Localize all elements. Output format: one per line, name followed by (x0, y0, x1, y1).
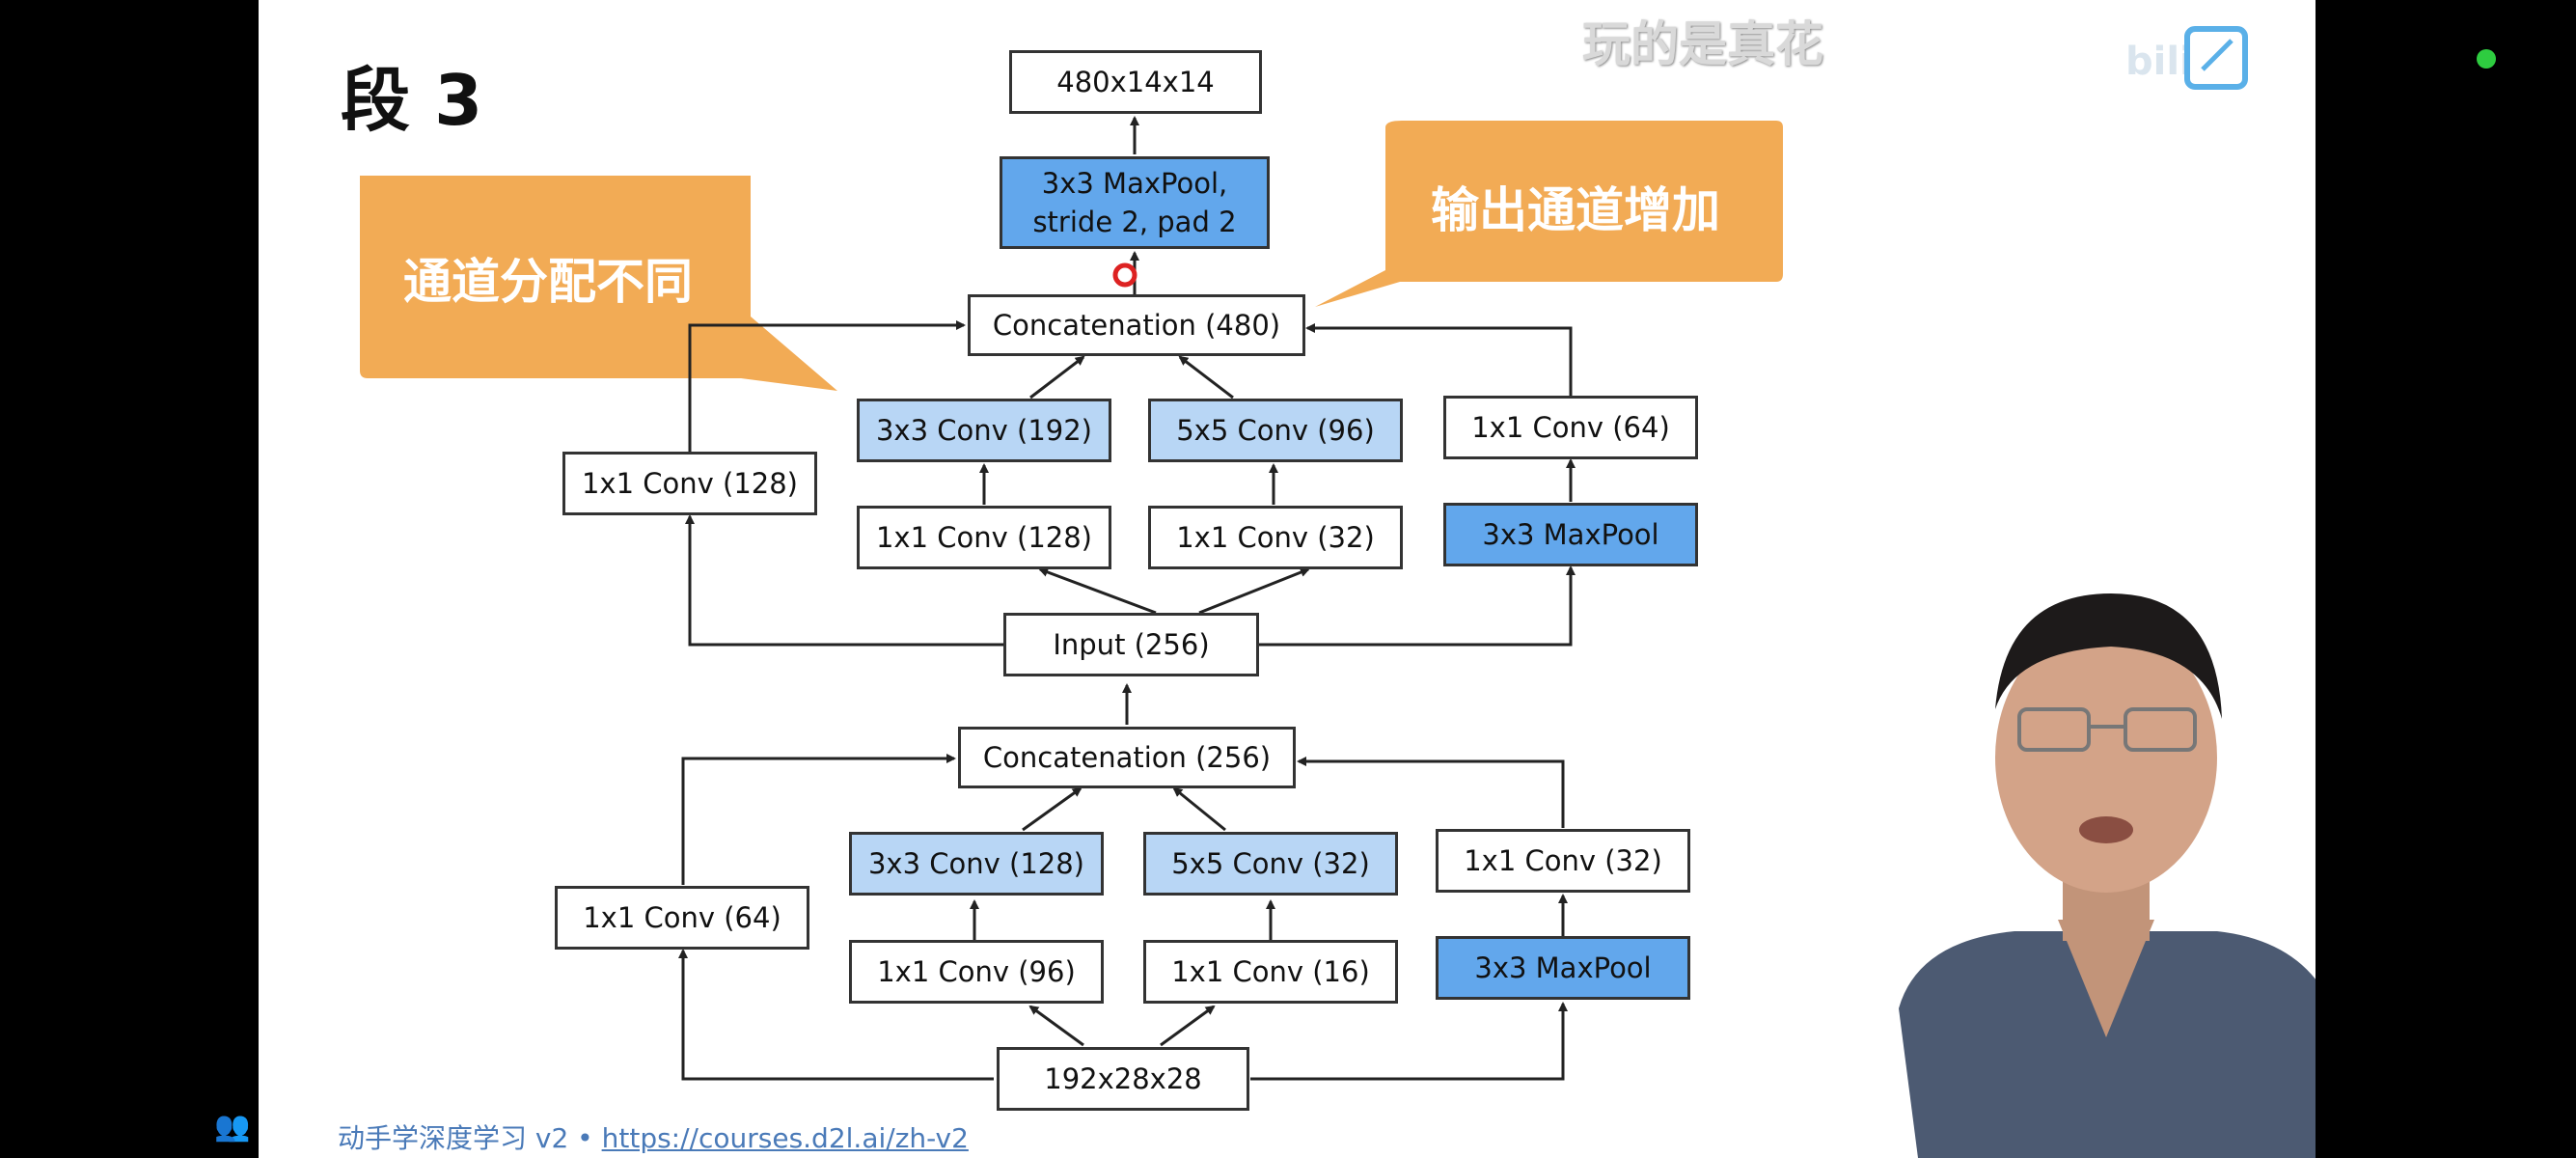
upper-path4-conv-box: 1x1 Conv (64) (1443, 396, 1698, 459)
svg-text:bili: bili (2125, 40, 2193, 84)
people-icon[interactable]: 👥 (214, 1110, 251, 1144)
status-dot-icon (2477, 49, 2496, 69)
lecture-slide: 段 3 通道分配不同 输出通道增加 480x14x14 3x3 MaxPool,… (259, 0, 2316, 1158)
upper-concat-box: Concatenation (480) (968, 294, 1305, 356)
lower-path1-conv-box: 1x1 Conv (64) (555, 886, 809, 950)
slide-title: 段 3 (341, 60, 483, 141)
slide-footer: 动手学深度学习 v2 • https://courses.d2l.ai/zh-v… (338, 1117, 969, 1156)
lower-path3-conv-box: 5x5 Conv (32) (1143, 832, 1398, 896)
danmaku-comment: 玩的是真花 (1582, 16, 1823, 72)
upper-path4-pool-box: 3x3 MaxPool (1443, 503, 1698, 566)
lower-path3-reduce-box: 1x1 Conv (16) (1143, 940, 1398, 1004)
lower-path2-conv-box: 3x3 Conv (128) (849, 832, 1104, 896)
callout-left-bubble (360, 176, 837, 391)
cursor-marker (1112, 262, 1137, 288)
footer-course-name: 动手学深度学习 v2 • (338, 1122, 602, 1154)
callout-left-text: 通道分配不同 (403, 254, 693, 310)
footer-course-link[interactable]: https://courses.d2l.ai/zh-v2 (601, 1122, 969, 1154)
lower-path4-pool-box: 3x3 MaxPool (1436, 936, 1690, 1000)
presenter-video (1899, 593, 2316, 1158)
final-maxpool-line2: stride 2, pad 2 (1032, 206, 1237, 238)
lower-input-box: 192x28x28 (997, 1047, 1249, 1111)
output-box: 480x14x14 (1009, 50, 1262, 114)
upper-path3-reduce-box: 1x1 Conv (32) (1148, 506, 1403, 569)
lower-path2-reduce-box: 1x1 Conv (96) (849, 940, 1104, 1004)
callout-right-text: 输出通道增加 (1431, 182, 1720, 238)
lower-path4-conv-box: 1x1 Conv (32) (1436, 829, 1690, 893)
callout-right-bubble (1315, 121, 1783, 307)
lower-concat-box: Concatenation (256) (958, 727, 1296, 788)
final-maxpool-line1: 3x3 MaxPool, (1041, 167, 1228, 200)
upper-input-box: Input (256) (1003, 613, 1259, 676)
upper-path2-conv-box: 3x3 Conv (192) (857, 399, 1111, 462)
upper-path1-conv-box: 1x1 Conv (128) (562, 452, 817, 515)
diagram-canvas (360, 116, 1783, 1081)
bilibili-watermark-icon: bili (2125, 26, 2248, 90)
final-maxpool-box: 3x3 MaxPool, stride 2, pad 2 (1000, 156, 1270, 249)
upper-path2-reduce-box: 1x1 Conv (128) (857, 506, 1111, 569)
upper-path3-conv-box: 5x5 Conv (96) (1148, 399, 1403, 462)
